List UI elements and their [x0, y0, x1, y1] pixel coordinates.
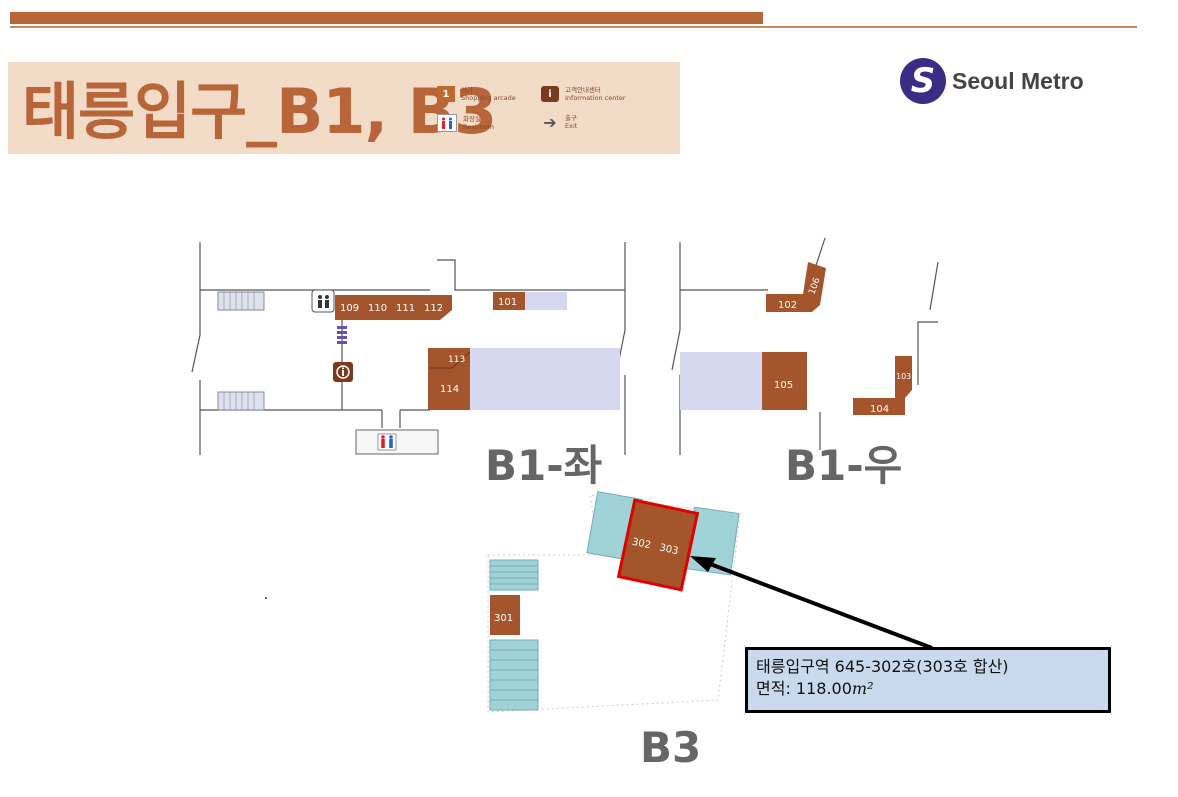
legend-label-ko: 고객안내센터: [565, 86, 601, 94]
header-bar-thick: [10, 12, 763, 24]
legend-label-en: Exit: [565, 122, 578, 130]
callout-line2: 면적: 118.00m²: [756, 678, 1100, 700]
shop-label: 113: [448, 355, 465, 365]
shop-label: 103: [896, 372, 911, 381]
callout-line1: 태릉입구역 645-302호(303호 합산): [756, 657, 1009, 676]
section-label-b1-right: B1-우: [785, 441, 902, 490]
shop-102-106: [766, 262, 826, 312]
legend-label-en: Restroom: [463, 123, 494, 131]
shop-label: 301: [494, 613, 513, 624]
shop-number-icon: 1: [437, 86, 455, 102]
logo-mark-icon: S: [900, 58, 946, 104]
shop-label: 110: [368, 303, 387, 314]
title-box: [8, 62, 680, 154]
elevator-icon: [311, 289, 335, 313]
shop-109-112: [335, 295, 452, 320]
page-title: 태릉입구_B1, B3: [22, 75, 497, 148]
platform-area: [470, 348, 620, 410]
shop-label: 114: [440, 384, 459, 395]
logo-text: Seoul Metro: [952, 67, 1084, 94]
shop-label: 109: [340, 303, 359, 314]
shop-103-104: [853, 356, 912, 415]
shop-label: 112: [424, 303, 443, 314]
legend-label-en: Shopping arcade: [461, 94, 516, 102]
header-bar-thin: [10, 26, 1137, 28]
shop-label: 102: [778, 300, 797, 311]
restroom-icon: [377, 433, 397, 451]
legend-label-ko: 상가: [461, 86, 473, 94]
highlight-box: [616, 498, 700, 592]
platform-area: [680, 352, 762, 410]
callout-arrow: [704, 560, 933, 650]
legend-label-ko: 출구: [565, 114, 577, 122]
shop-302-303: 302 303: [616, 498, 700, 592]
stairs: [217, 291, 265, 411]
shop-label: 111: [396, 303, 415, 314]
legend-label-ko: 화장실: [463, 115, 481, 123]
restroom-box: [355, 429, 439, 455]
section-label-b3: B3: [640, 723, 701, 772]
shop-105: [762, 352, 807, 410]
stairs: [489, 491, 740, 711]
arrow-head-icon: [690, 556, 716, 572]
callout-unit: m²: [851, 679, 874, 698]
seoul-metro-logo: S Seoul Metro: [900, 58, 1084, 104]
restroom-icon: [437, 114, 457, 132]
shop-label: 105: [774, 380, 793, 391]
shop-301: [490, 595, 520, 635]
callout-area: 면적: 118.00: [756, 679, 852, 698]
info-center-icon: [333, 362, 353, 382]
shop-label: 104: [870, 404, 889, 415]
legend-label-en: Information center: [565, 94, 626, 102]
callout-box: 태릉입구역 645-302호(303호 합산) 면적: 118.00m²: [745, 647, 1111, 713]
platform-area: [525, 292, 567, 310]
shop-label: 302: [631, 537, 652, 552]
escalator: [337, 326, 347, 344]
shop-label: 101: [498, 297, 517, 308]
shop-label: 303: [658, 542, 679, 557]
info-icon: i: [541, 86, 559, 102]
section-label-b1-left: B1-좌: [485, 441, 602, 490]
arrow-right-icon: ➔: [543, 112, 557, 132]
shop-101: [493, 292, 525, 310]
